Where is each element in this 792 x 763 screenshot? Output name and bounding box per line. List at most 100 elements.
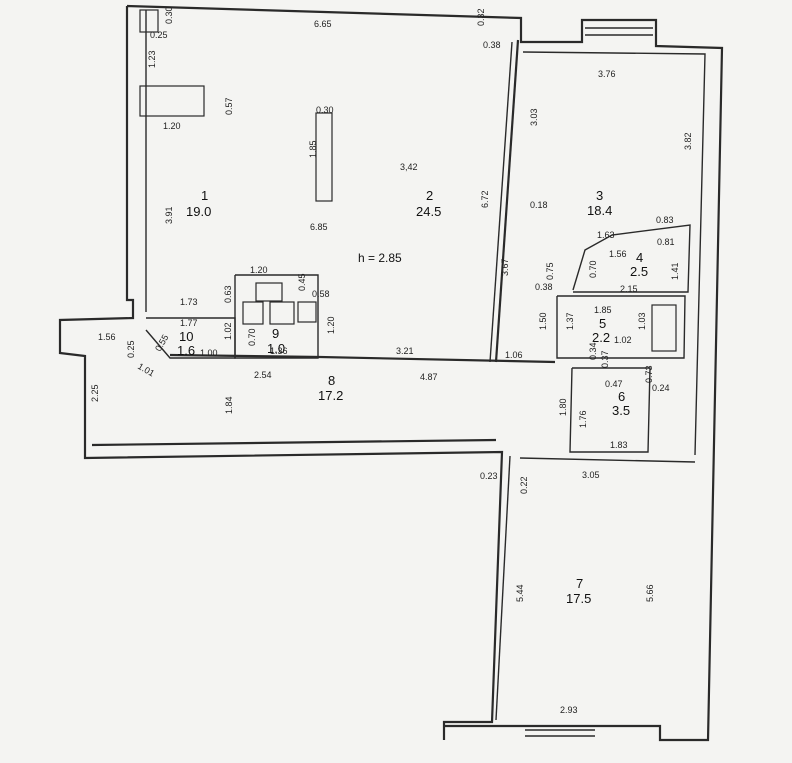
- room7-top-wall: [519, 457, 696, 463]
- dim-label: 0.18: [530, 200, 548, 210]
- room6-wall: [569, 367, 651, 453]
- dim-label: 0.22: [519, 476, 529, 494]
- room-7-number: 7: [576, 576, 583, 591]
- dim-label: 2.93: [560, 705, 578, 715]
- room3-inner-wall: [522, 51, 706, 456]
- corner-fixture: [139, 9, 159, 33]
- dim-label: 0.30: [164, 6, 174, 24]
- dim-label: 1.84: [224, 396, 234, 414]
- dim-label: 1.80: [558, 398, 568, 416]
- dim-label: 1.50: [538, 312, 548, 330]
- room-5-area: 2.2: [592, 330, 610, 345]
- dim-label: 5.66: [645, 584, 655, 602]
- toilet-fixture: [242, 301, 264, 325]
- dim-label: 1.76: [578, 410, 588, 428]
- dim-label: 0.47: [605, 379, 623, 389]
- dim-label: 3,42: [400, 162, 418, 172]
- dim-label: 1.20: [326, 316, 336, 334]
- dim-label: 0.83: [656, 215, 674, 225]
- dim-label: 4.87: [420, 372, 438, 382]
- dim-label: 0.81: [657, 237, 675, 247]
- dim-label: 0.45: [297, 273, 307, 291]
- basin-fixture: [297, 301, 317, 323]
- room4-wall: [572, 224, 691, 293]
- room-6-area: 3.5: [612, 403, 630, 418]
- room7-left-wall: [495, 455, 511, 721]
- dim-label: 2.54: [254, 370, 272, 380]
- room-9-number: 9: [272, 326, 279, 341]
- dim-label: 1.00: [200, 348, 218, 358]
- dim-label: 1.56: [609, 249, 627, 259]
- dim-label: 0.38: [483, 40, 501, 50]
- dim-label: 0.57: [224, 97, 234, 115]
- dim-label: 6.72: [480, 190, 490, 208]
- dim-label: 0.75: [545, 262, 555, 280]
- room-2-number: 2: [426, 188, 433, 203]
- room-4-area: 2.5: [630, 264, 648, 279]
- room-8-number: 8: [328, 373, 335, 388]
- outer-wall: [58, 4, 724, 742]
- dim-label: 0.25: [126, 340, 136, 358]
- room-5-number: 5: [599, 316, 606, 331]
- wall-2-3: [494, 39, 520, 363]
- dimension-labels: 0.25 0.30 1.23 6.65 0.32 0.38 3.76 3.03 …: [90, 6, 693, 715]
- dim-label: 3.76: [598, 69, 616, 79]
- column-fixture: [315, 112, 333, 202]
- dim-label: 0.70: [247, 328, 257, 346]
- sink-fixture: [255, 282, 283, 302]
- ceiling-height-label: h = 2.85: [358, 251, 402, 265]
- dim-label: 0.73: [644, 365, 654, 383]
- dim-label: 3.67: [500, 258, 510, 276]
- dim-label: 1.02: [614, 335, 632, 345]
- room-labels: 1 19.0 2 24.5 3 18.4 4 2.5 5 2.2 6 3.5 7…: [177, 188, 648, 606]
- room-8-area: 17.2: [318, 388, 343, 403]
- dim-label: 5.44: [515, 584, 525, 602]
- dim-label: 0.34: [588, 342, 598, 360]
- dim-label: 1.20: [250, 265, 268, 275]
- dim-label: 0.32: [476, 8, 486, 26]
- dim-label: 1.37: [565, 312, 575, 330]
- shower-fixture: [651, 304, 677, 352]
- dim-label: 0.63: [223, 285, 233, 303]
- dim-label: 1.85: [308, 140, 318, 158]
- dim-label: 1.01: [136, 361, 156, 378]
- dim-label: 3.03: [529, 108, 539, 126]
- corridor-bottom-wall: [91, 438, 497, 447]
- dim-label: 2.25: [90, 384, 100, 402]
- dim-label: 3.82: [683, 132, 693, 150]
- shelf-fixture: [139, 85, 205, 117]
- room-2-area: 24.5: [416, 204, 441, 219]
- dim-label: 1.56: [98, 332, 116, 342]
- dim-label: 1.73: [180, 297, 198, 307]
- room-3-number: 3: [596, 188, 603, 203]
- dim-label: 0.23: [480, 471, 498, 481]
- dim-label: 0.58: [312, 289, 330, 299]
- room-10-number: 10: [179, 329, 193, 344]
- wall-2-3-inner: [489, 41, 513, 363]
- dim-label: 6.65: [314, 19, 332, 29]
- dim-label: 1.20: [163, 121, 181, 131]
- dim-label: 1.02: [223, 322, 233, 340]
- dim-label: 1.41: [670, 262, 680, 280]
- dim-label: 0.70: [588, 260, 598, 278]
- dim-label: 3.91: [164, 206, 174, 224]
- dim-label: 3.05: [582, 470, 600, 480]
- dim-label: 0.38: [535, 282, 553, 292]
- dim-label: 2.15: [620, 284, 638, 294]
- dim-label: 0.25: [150, 30, 168, 40]
- dim-label: 1.06: [505, 350, 523, 360]
- dim-label: 1.36: [270, 346, 288, 356]
- room-1-number: 1: [201, 188, 208, 203]
- room-4-number: 4: [636, 250, 643, 265]
- room-6-number: 6: [618, 389, 625, 404]
- dim-label: 1.77: [180, 318, 198, 328]
- dim-label: 6.85: [310, 222, 328, 232]
- corridor-top-wall: [169, 353, 556, 364]
- bath-fixture: [269, 301, 295, 325]
- room-7-area: 17.5: [566, 591, 591, 606]
- room-1-area: 19.0: [186, 204, 211, 219]
- dim-label: 1.03: [637, 312, 647, 330]
- dim-label: 3.21: [396, 346, 414, 356]
